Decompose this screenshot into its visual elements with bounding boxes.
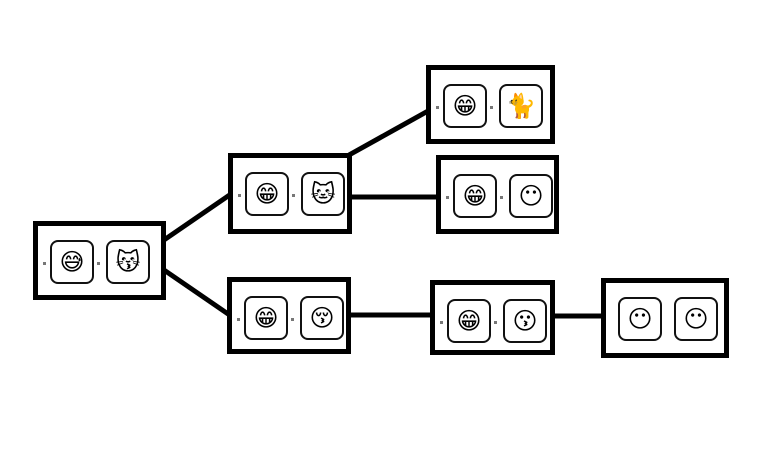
separator-mark — [292, 194, 295, 197]
node-root: 😅 😽 — [33, 221, 166, 300]
emoji-tile: 😶 — [618, 297, 662, 341]
emoji-tile: 🐱 — [301, 172, 345, 216]
emoji-tile: 😁 — [453, 174, 497, 218]
separator-mark — [238, 194, 241, 197]
separator-mark — [43, 262, 46, 265]
separator-mark — [446, 196, 449, 199]
emoji-tile: 😁 — [443, 84, 487, 128]
separator-mark — [237, 318, 240, 321]
separator-mark — [500, 196, 503, 199]
emoji-tile: 😶 — [509, 174, 553, 218]
emoji-tile: 😽 — [106, 240, 150, 284]
emoji-tile: 😁 — [244, 296, 288, 340]
emoji-tile: 🐈 — [499, 84, 543, 128]
edge-root-upper-branch — [162, 191, 233, 243]
separator-mark — [494, 321, 497, 324]
edge-root-lower-branch — [162, 267, 233, 319]
separator-mark — [291, 318, 294, 321]
node-upper-leaf-2: 😁 😶 — [436, 155, 559, 234]
node-upper-leaf-1: 😁 🐈 — [426, 65, 555, 144]
emoji-tile: 😅 — [50, 240, 94, 284]
emoji-tile: 😗 — [503, 299, 547, 343]
separator-mark — [490, 106, 493, 109]
edge-upper-branch-upper-leaf-1 — [347, 108, 430, 158]
emoji-tile: 😚 — [300, 296, 344, 340]
separator-mark — [440, 321, 443, 324]
node-lower-leaf: 😶 😶 — [601, 278, 729, 358]
node-lower-branch: 😁 😚 — [227, 277, 351, 354]
separator-mark — [97, 262, 100, 265]
emoji-tile: 😁 — [447, 299, 491, 343]
emoji-tile: 😁 — [245, 172, 289, 216]
node-lower-middle: 😁 😗 — [430, 280, 555, 355]
node-upper-branch: 😁 🐱 — [228, 153, 352, 234]
emoji-tile: 😶 — [674, 297, 718, 341]
separator-mark — [436, 106, 439, 109]
